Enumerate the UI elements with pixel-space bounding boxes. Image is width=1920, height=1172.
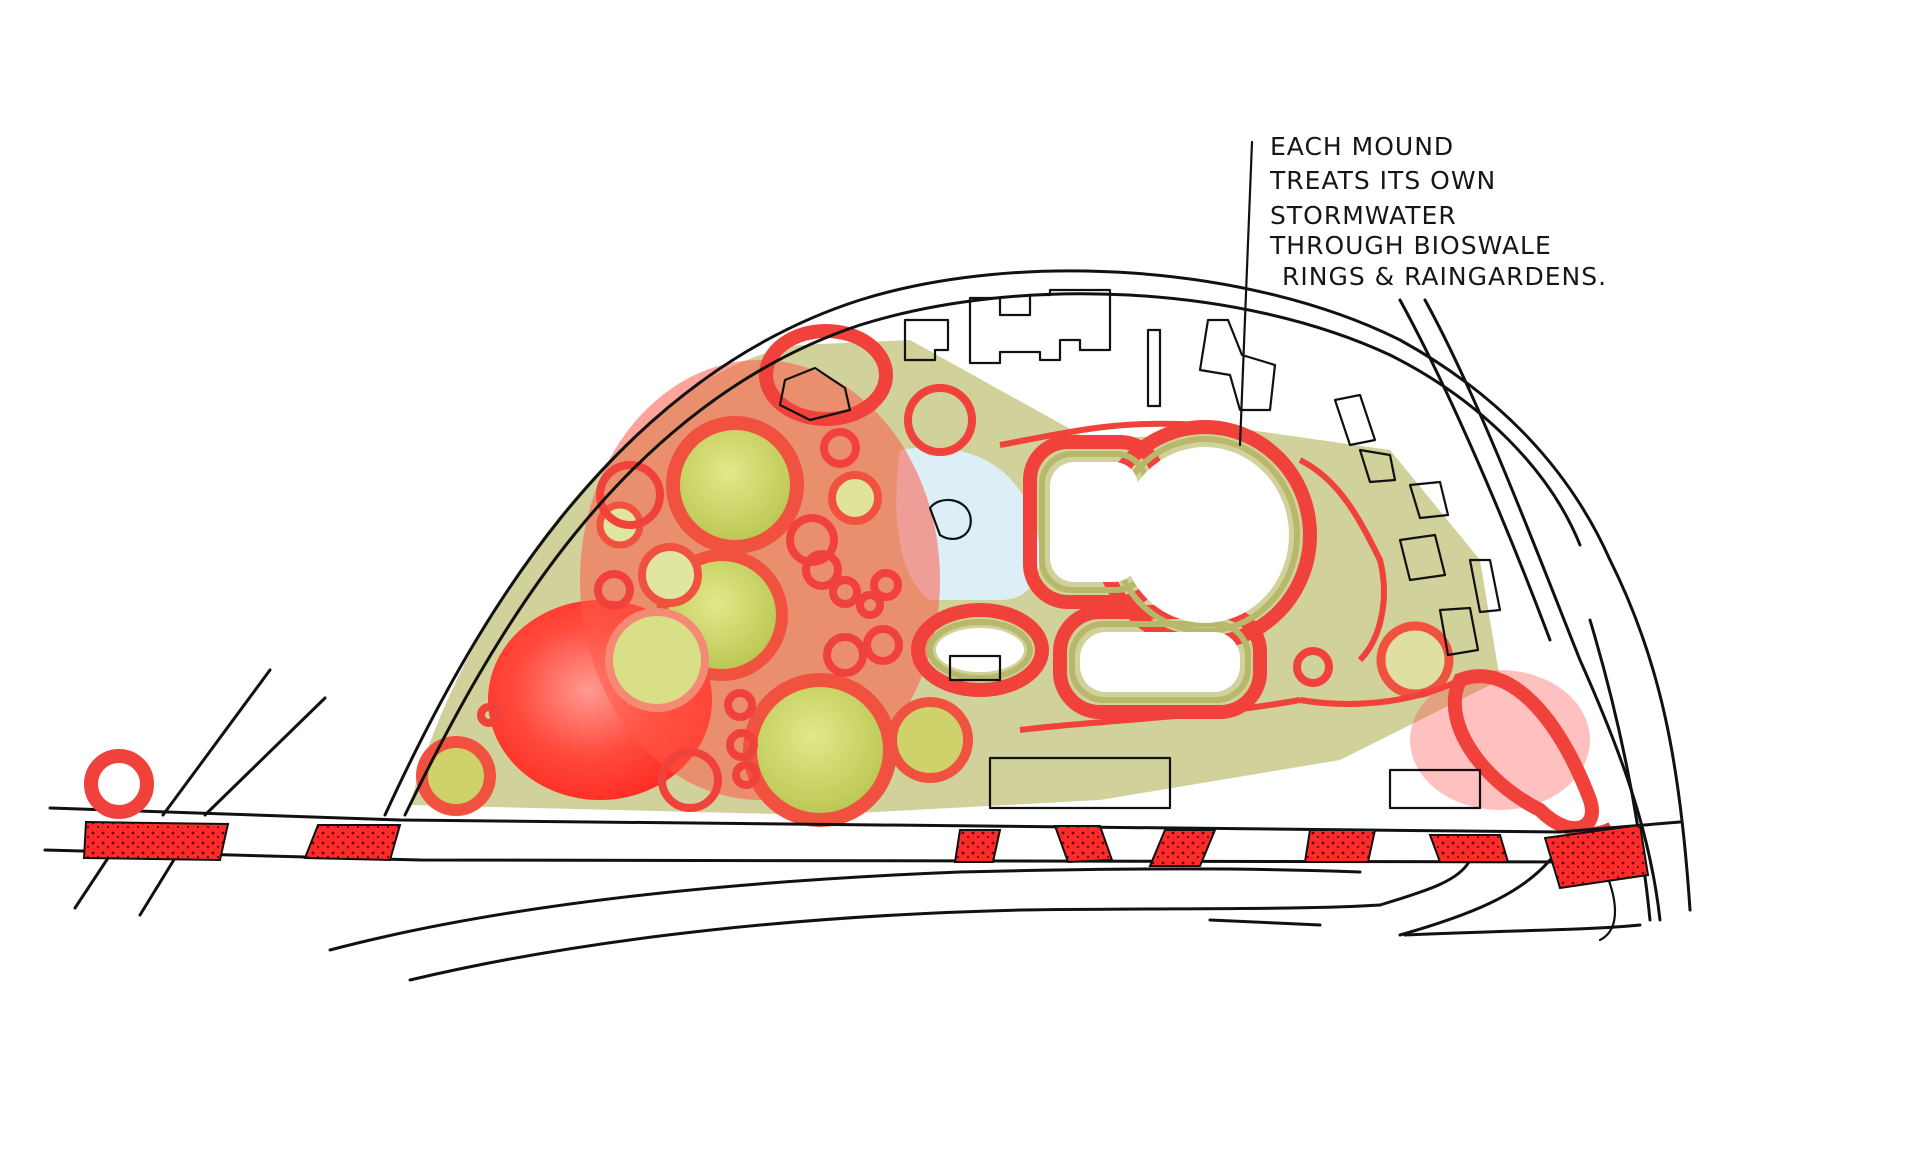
road-edge: [1423, 298, 1662, 922]
annotation: EACH MOUND TREATS ITS OWN STORMWATER THR…: [1269, 132, 1607, 291]
road-edge: [1208, 918, 1322, 927]
connector: [1019, 697, 1301, 733]
mound: [638, 543, 702, 607]
mound: [605, 608, 709, 712]
bioswale-ring: [724, 689, 756, 721]
building: [778, 366, 852, 422]
open-lawn: [1121, 447, 1289, 623]
annotation-line: TREATS ITS OWN: [1269, 166, 1496, 195]
bioswale-ring: [732, 761, 760, 789]
bioswale-ring: [1293, 647, 1333, 687]
open-lawn: [1080, 632, 1240, 692]
crosswalk: [303, 824, 402, 862]
building: [948, 654, 1002, 682]
bioswale-ring: [904, 384, 976, 456]
crosswalk: [1428, 834, 1510, 863]
bioswale-ring: [726, 729, 758, 761]
annotation-leader-line: [1238, 140, 1254, 447]
bioswale-ring: [870, 569, 902, 601]
side-streets: [73, 668, 327, 917]
road-edge: [1398, 298, 1552, 642]
crosswalk: [82, 820, 230, 862]
small-bioswale-rings: [477, 384, 1333, 812]
site-boundary-outer: [383, 269, 1692, 912]
street-line: [138, 856, 177, 917]
mound: [666, 416, 804, 554]
road-edge: [328, 867, 1362, 952]
bioswale-ring-large: [759, 324, 893, 426]
building: [1333, 393, 1377, 447]
building-outlines: [778, 288, 1502, 810]
raingarden-ring: [927, 619, 1033, 681]
building: [903, 318, 950, 362]
building: [1398, 533, 1447, 582]
bioswale-ring: [786, 514, 838, 566]
crosswalk: [953, 829, 1002, 863]
mound: [743, 673, 897, 827]
bioswale-ring: [863, 625, 903, 665]
building: [1468, 558, 1502, 614]
bioswale-ring: [658, 748, 722, 812]
annotation-line: RINGS & RAINGARDENS.: [1282, 262, 1607, 291]
bioswale-ring: [829, 576, 861, 608]
building: [1146, 328, 1162, 408]
street-line: [203, 696, 327, 817]
annotation-line: STORMWATER: [1270, 201, 1457, 230]
bioswale-ring: [802, 550, 842, 590]
bioswale-ring-large: [1447, 669, 1599, 835]
road-edge: [408, 903, 1382, 982]
bioswale-ring: [596, 461, 664, 529]
connector: [999, 420, 1201, 448]
annotation-line: EACH MOUND: [1270, 132, 1454, 161]
crosswalk: [1543, 823, 1650, 890]
bioswale-connectors: [999, 420, 1612, 833]
mound: [416, 736, 496, 816]
road-edge: [1378, 858, 1472, 907]
building: [1388, 768, 1482, 810]
annotation-line: THROUGH BIOSWALE: [1269, 231, 1552, 260]
bioswale-ring-large: [1053, 605, 1267, 719]
building: [1358, 448, 1397, 484]
mound: [828, 471, 882, 525]
crosswalks: [82, 820, 1650, 890]
building: [928, 498, 972, 541]
crosswalk: [1053, 825, 1114, 864]
connector: [1298, 457, 1387, 663]
building: [1198, 318, 1277, 412]
bioswale-ring: [856, 591, 884, 619]
mound-group: [416, 416, 1454, 827]
road-edge: [1588, 618, 1652, 922]
mound: [887, 697, 973, 783]
bioswale-ring: [820, 428, 860, 468]
bioswale-ring: [823, 633, 867, 677]
bioswale-ring-large: [911, 603, 1049, 697]
raingarden-ring: [1069, 621, 1251, 703]
building: [1408, 480, 1450, 520]
connector: [1299, 677, 1462, 707]
building: [1438, 606, 1480, 657]
open-lawn: [936, 628, 1024, 672]
bioswale-ring: [594, 570, 634, 610]
bioswale-ring: [477, 703, 501, 727]
road-edge: [1398, 858, 1552, 937]
site-boundary-inner: [403, 292, 1582, 817]
street-line: [161, 668, 272, 817]
mound: [1376, 621, 1454, 699]
road-edge: [1403, 923, 1642, 937]
building: [968, 288, 1112, 365]
crosswalk: [1303, 829, 1377, 863]
street-line: [73, 853, 112, 910]
crosswalk: [1148, 829, 1217, 867]
building: [988, 756, 1172, 810]
open-lawn: [1050, 462, 1138, 582]
entry-ring: [84, 749, 154, 819]
